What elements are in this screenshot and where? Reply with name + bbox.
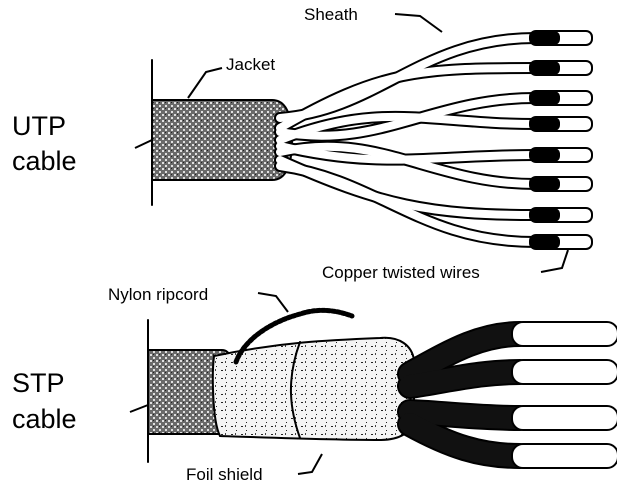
stp-label-line1: STP	[12, 368, 65, 398]
copper-wires-label: Copper twisted wires	[322, 263, 480, 282]
stp-cable: Nylon ripcord STP cable Foil shield	[12, 285, 617, 484]
nylon-pointer	[258, 293, 288, 312]
utp-jacket	[152, 100, 292, 180]
stp-wire-ends	[512, 322, 617, 468]
sheath-pointer	[395, 14, 442, 32]
stp-pairs	[410, 334, 520, 456]
sheath-label: Sheath	[304, 5, 358, 24]
jacket-pointer	[188, 68, 222, 98]
nylon-ripcord-label: Nylon ripcord	[108, 285, 208, 304]
utp-cut-mark	[135, 140, 152, 148]
utp-cable: Sheath Jacket UTP cable Copper twisted w…	[12, 5, 592, 282]
utp-label-line2: cable	[12, 146, 77, 176]
copper-pointer	[541, 250, 568, 272]
stp-cut-mark	[130, 405, 148, 412]
foil-pointer	[298, 454, 322, 474]
stp-label-line2: cable	[12, 404, 77, 434]
utp-wire-bundle	[280, 31, 592, 249]
jacket-label: Jacket	[226, 55, 275, 74]
utp-label-line1: UTP	[12, 111, 66, 141]
utp-wire-ends	[530, 31, 592, 249]
foil-shield-label: Foil shield	[186, 465, 263, 484]
